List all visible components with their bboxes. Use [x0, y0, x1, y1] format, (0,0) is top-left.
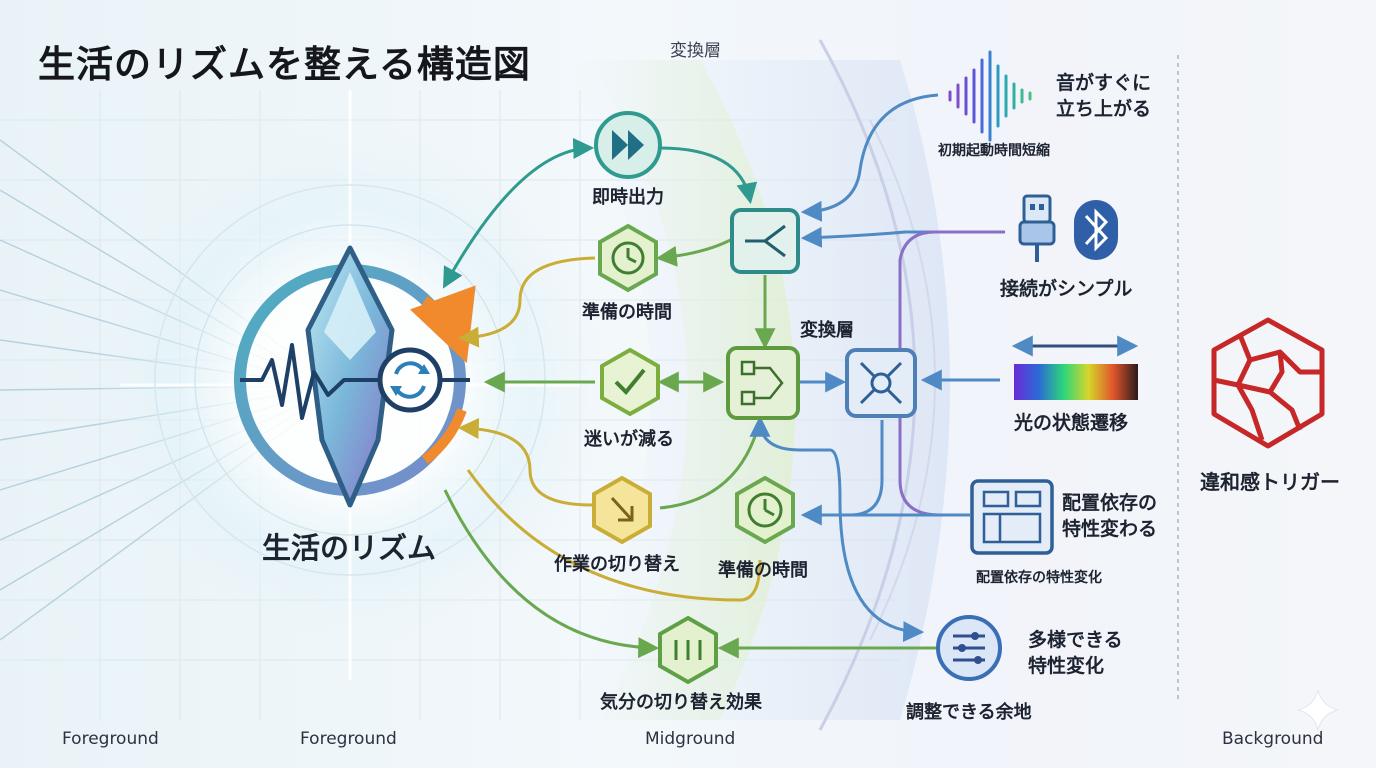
light-state-label: 光の状態遷移: [1014, 412, 1129, 434]
core-outer-ring: [154, 184, 546, 576]
node-prep-time-2-icon[interactable]: [735, 475, 795, 545]
node-label-mood-switch: 気分の切り替え効果: [600, 692, 762, 713]
footer-midground: Midground: [645, 729, 736, 749]
top-layer-label: 変換層: [670, 41, 721, 61]
placement-label-1: 配置依存の: [1062, 492, 1158, 514]
node-less-hesitation-icon[interactable]: [600, 347, 660, 417]
node-label-prep-time-2: 準備の時間: [718, 560, 808, 581]
mixer-icon: [936, 615, 1002, 681]
footer-foreground-2: Foreground: [300, 729, 397, 749]
hub-node-icon[interactable]: [845, 348, 917, 418]
core-outer-ring-2: [194, 224, 506, 536]
usb-icon: [1018, 194, 1056, 262]
footer-background: Background: [1222, 729, 1324, 749]
core-label: 生活のリズム: [262, 531, 437, 565]
cracked-hexagon-icon: [1211, 317, 1325, 449]
node-prep-time-1-icon[interactable]: [598, 223, 658, 293]
footer-foreground-1: Foreground: [62, 729, 159, 749]
placement-caption: 配置依存の特性変化: [976, 570, 1102, 586]
node-mood-switch-icon[interactable]: [658, 615, 718, 685]
sparkle-icon: [1297, 689, 1339, 731]
node-label-less-hesitation: 迷いが減る: [584, 429, 674, 450]
node-task-switch-icon[interactable]: [592, 475, 652, 545]
connectors: [442, 93, 1005, 659]
sound-rise-label-1: 音がすぐに: [1056, 72, 1152, 94]
adjustable-caption: 調整できる余地: [906, 702, 1032, 723]
bluetooth-icon: [1074, 200, 1118, 260]
mid-layer-label: 変換層: [800, 320, 854, 341]
page-title: 生活のリズムを整える構造図: [38, 43, 531, 86]
node-label-prep-time-1: 準備の時間: [582, 302, 672, 323]
sound-rise-caption: 初期起動時間短縮: [938, 143, 1050, 159]
adjustable-label-2: 特性変化: [1028, 655, 1105, 677]
connect-simple-label: 接続がシンプル: [1000, 278, 1133, 300]
node-instant-output-icon[interactable]: [594, 111, 662, 179]
placement-label-2: 特性変わる: [1062, 518, 1158, 540]
trigger-label: 違和感トリガー: [1200, 470, 1340, 494]
sound-rise-label-2: 立ち上がる: [1056, 98, 1152, 120]
router-node-center-icon[interactable]: [726, 346, 800, 420]
core-emblem-icon: [234, 245, 476, 508]
router-node-top-icon[interactable]: [730, 208, 800, 274]
layout-icon: [970, 479, 1054, 555]
sound-wave-icon: [948, 50, 1032, 142]
node-label-task-switch: 作業の切り替え: [554, 554, 680, 575]
spectrum-icon: [1011, 335, 1139, 400]
adjustable-label-1: 多様できる: [1028, 629, 1123, 651]
node-label-instant-output: 即時出力: [592, 187, 664, 208]
